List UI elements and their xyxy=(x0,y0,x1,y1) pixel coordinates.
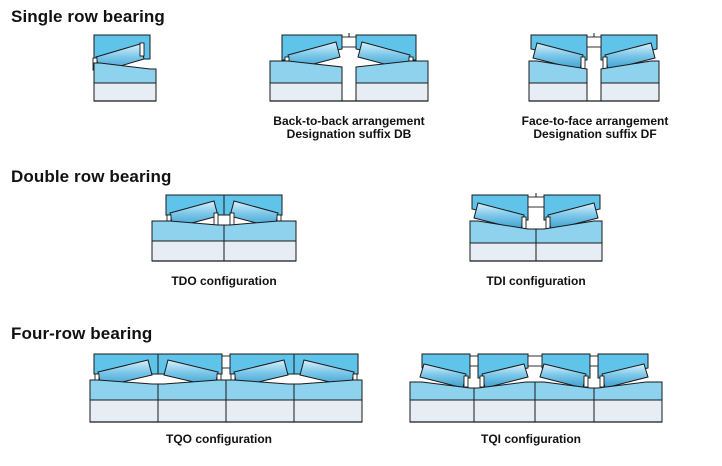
face-to-face-df-diagram xyxy=(528,33,660,102)
single-row-bearing-diagram xyxy=(92,34,157,102)
caption-db-line1: Back-to-back arrangement xyxy=(273,114,425,128)
caption-tdo: TDO configuration xyxy=(171,274,277,288)
caption-db-line2: Designation suffix DB xyxy=(286,127,412,141)
section-heading-double-row: Double row bearing xyxy=(11,167,172,186)
caption-df-line2: Designation suffix DF xyxy=(533,127,657,141)
tdi-diagram xyxy=(469,193,603,262)
caption-df-line1: Face-to-face arrangement xyxy=(521,114,669,128)
tqo-diagram xyxy=(89,353,363,423)
back-to-back-db-diagram xyxy=(269,33,429,102)
section-heading-four-row: Four-row bearing xyxy=(11,324,153,343)
caption-db: Back-to-back arrangement Designation suf… xyxy=(249,115,449,141)
tdo-diagram xyxy=(151,194,297,262)
caption-df: Face-to-face arrangement Designation suf… xyxy=(495,115,695,141)
caption-tdi: TDI configuration xyxy=(486,274,586,288)
caption-tqo: TQO configuration xyxy=(166,432,272,446)
section-heading-single-row: Single row bearing xyxy=(11,7,165,26)
caption-tqi: TQI configuration xyxy=(481,432,581,446)
tqi-diagram xyxy=(409,353,663,423)
